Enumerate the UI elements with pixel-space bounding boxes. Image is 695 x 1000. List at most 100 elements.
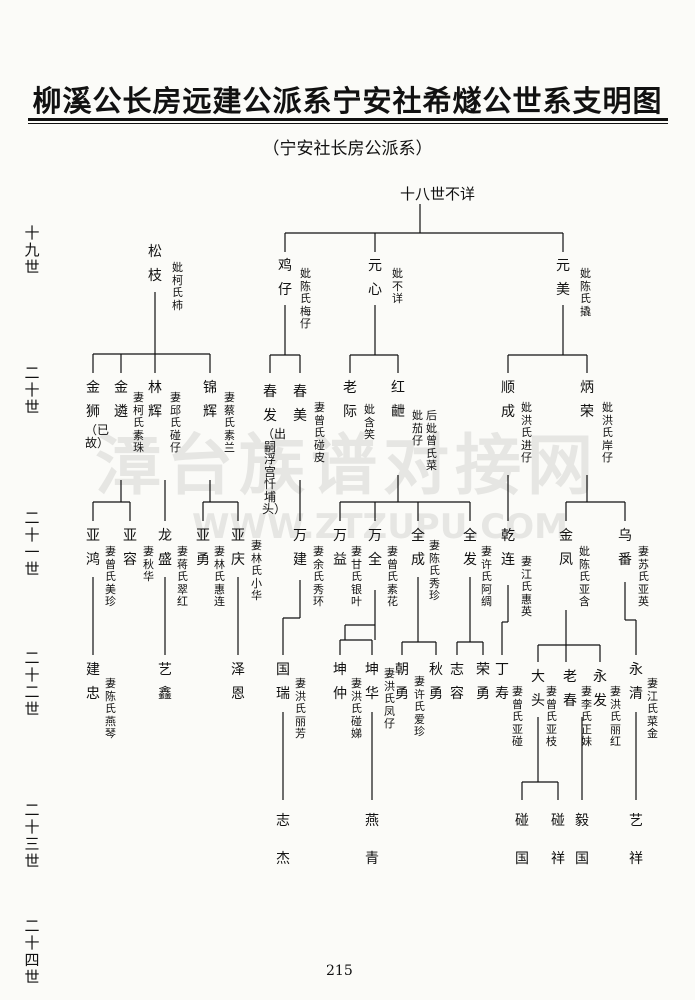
- member-spouse: 妻洪氏碰娣: [351, 677, 362, 740]
- member-spouse: 妻洪氏丽芳: [295, 677, 306, 740]
- member-name: 艺鑫: [158, 662, 172, 702]
- page-title: 柳溪公长房远建公派系宁安社希燧公世系支明图: [32, 84, 663, 118]
- member-name: 春发: [263, 384, 277, 424]
- member-name: 老春: [563, 669, 577, 709]
- member-spouse: 妻曾氏素花: [387, 545, 398, 608]
- member-name: 秋勇: [429, 662, 443, 702]
- member-spouse: 妻曾氏亚枝: [546, 685, 557, 748]
- member-name: 碰祥: [551, 813, 565, 867]
- member-spouse: 妣陈氏梅仔: [300, 267, 311, 330]
- member-spouse: 妻秋华: [143, 545, 154, 583]
- member-name: 锦辉: [203, 380, 217, 420]
- member-name: 国瑞: [276, 662, 290, 702]
- member-spouse: 妣陈氏撬: [580, 267, 591, 318]
- member-spouse-second: 后妣曾氏菜: [426, 409, 437, 472]
- member-name: 春美: [293, 384, 307, 424]
- member-name: 顺成: [501, 380, 515, 420]
- member-spouse: 妻许氏爱珍: [414, 675, 425, 738]
- member-name: 碰国: [515, 813, 529, 867]
- member-name: 万益: [333, 528, 347, 568]
- member-name: 金遴: [114, 380, 128, 420]
- member-spouse: 妻蔡氏素兰: [224, 391, 235, 454]
- member-spouse: 妻江氏菜金: [647, 677, 658, 740]
- member-spouse: 妣茄仔: [412, 409, 423, 447]
- member-name: 朝勇: [395, 662, 409, 702]
- member-spouse: 妻曾氏美珍: [105, 545, 116, 608]
- member-name: 林辉: [148, 380, 162, 420]
- generation-label-19: 十九世: [24, 224, 40, 276]
- member-spouse: 妻苏氏亚英: [638, 545, 649, 608]
- member-name: 荣勇: [476, 662, 490, 702]
- member-name: 亚鸿: [86, 528, 100, 568]
- member-spouse: 妻曾氏亚碰: [512, 685, 523, 748]
- member-spouse: 妻江氏惠英: [521, 555, 532, 618]
- title-rule-thick: [28, 118, 668, 121]
- member-spouse: 妣柯氏柿: [172, 261, 183, 312]
- member-name: 万全: [368, 528, 382, 568]
- member-spouse: 妣含笑: [364, 403, 375, 441]
- member-spouse: 妻许氏阿绸: [481, 545, 492, 608]
- watermark-url: WWW.ZTZUPU.COM: [192, 507, 568, 547]
- member-name: 亚勇: [196, 528, 210, 568]
- generation-label-24: 二十四世: [24, 917, 40, 986]
- member-spouse: 妻柯氏素珠: [133, 391, 144, 454]
- title-rule-thin: [28, 123, 668, 124]
- member-spouse: 妣洪氏进仔: [521, 401, 532, 464]
- member-name: 老际: [343, 380, 357, 420]
- member-name: 金狮: [86, 380, 100, 420]
- member-spouse: 妻林氏惠连: [214, 545, 225, 608]
- member-name: 全成: [411, 528, 425, 568]
- member-name: 志杰: [276, 813, 290, 867]
- member-name: 炳荣: [580, 380, 594, 420]
- root-label: 十八世不详: [400, 185, 476, 203]
- member-spouse: 妻蒋氏翠红: [177, 545, 188, 608]
- member-name: 建忠: [86, 662, 100, 702]
- member-name: 永发: [593, 669, 607, 709]
- member-name: 元心: [368, 258, 382, 298]
- member-name: 志容: [450, 662, 464, 702]
- member-name: 全发: [463, 528, 477, 568]
- member-name: 艺祥: [629, 813, 643, 867]
- member-spouse: 妻洪氏丽红: [610, 685, 621, 748]
- member-spouse: 妻曾氏碰皮: [314, 401, 325, 464]
- member-name: 毅国: [575, 813, 589, 867]
- member-name: 元美: [556, 258, 570, 298]
- page-number: 215: [326, 963, 353, 979]
- member-name: 亚庆: [231, 528, 245, 568]
- member-name: 乾连: [501, 528, 515, 568]
- member-spouse: 妻陈氏秀珍: [429, 539, 440, 602]
- watermark-text: 漳台族谱对接网: [95, 427, 599, 504]
- member-spouse: 妻陈氏燕琴: [105, 677, 116, 740]
- member-spouse: 妻林氏小华: [251, 539, 262, 602]
- member-name: 永清: [629, 662, 643, 702]
- member-name: 丁寿: [495, 662, 509, 702]
- member-name: 金凤: [559, 528, 573, 568]
- member-note: （出嗣浮宫忏埔头）: [262, 427, 287, 516]
- member-spouse: 妣陈氏亚含: [579, 545, 590, 608]
- member-spouse: 妻李氏正妹: [581, 685, 592, 748]
- member-name: 万建: [293, 528, 307, 568]
- generation-label-23: 二十三世: [24, 801, 40, 870]
- member-spouse: 妣洪氏岸仔: [602, 401, 613, 464]
- member-name: 泽恩: [231, 662, 245, 702]
- member-name: 燕青: [365, 813, 379, 867]
- page-subtitle: （宁安社长房公派系）: [262, 139, 433, 159]
- member-name: 鸡仔: [278, 258, 292, 298]
- member-name: 亚容: [123, 528, 137, 568]
- member-note: （已故）: [85, 423, 110, 450]
- member-name: 坤仲: [333, 662, 347, 702]
- member-name: 乌番: [618, 528, 632, 568]
- member-name: 龙盛: [158, 528, 172, 568]
- member-spouse: 妻甘氏银叶: [351, 545, 362, 608]
- member-name: 大头: [531, 669, 545, 709]
- member-spouse: 妻余氏秀环: [313, 545, 324, 608]
- member-name: 坤华: [365, 662, 379, 702]
- member-spouse: 妻洪氏凤仔: [384, 667, 395, 730]
- member-spouse: 妻邱氏碰仔: [170, 391, 181, 454]
- member-name: 松枝: [148, 244, 162, 284]
- generation-label-21: 二十一世: [24, 509, 40, 578]
- member-spouse: 妣不详: [392, 267, 403, 305]
- generation-label-22: 二十二世: [24, 649, 40, 718]
